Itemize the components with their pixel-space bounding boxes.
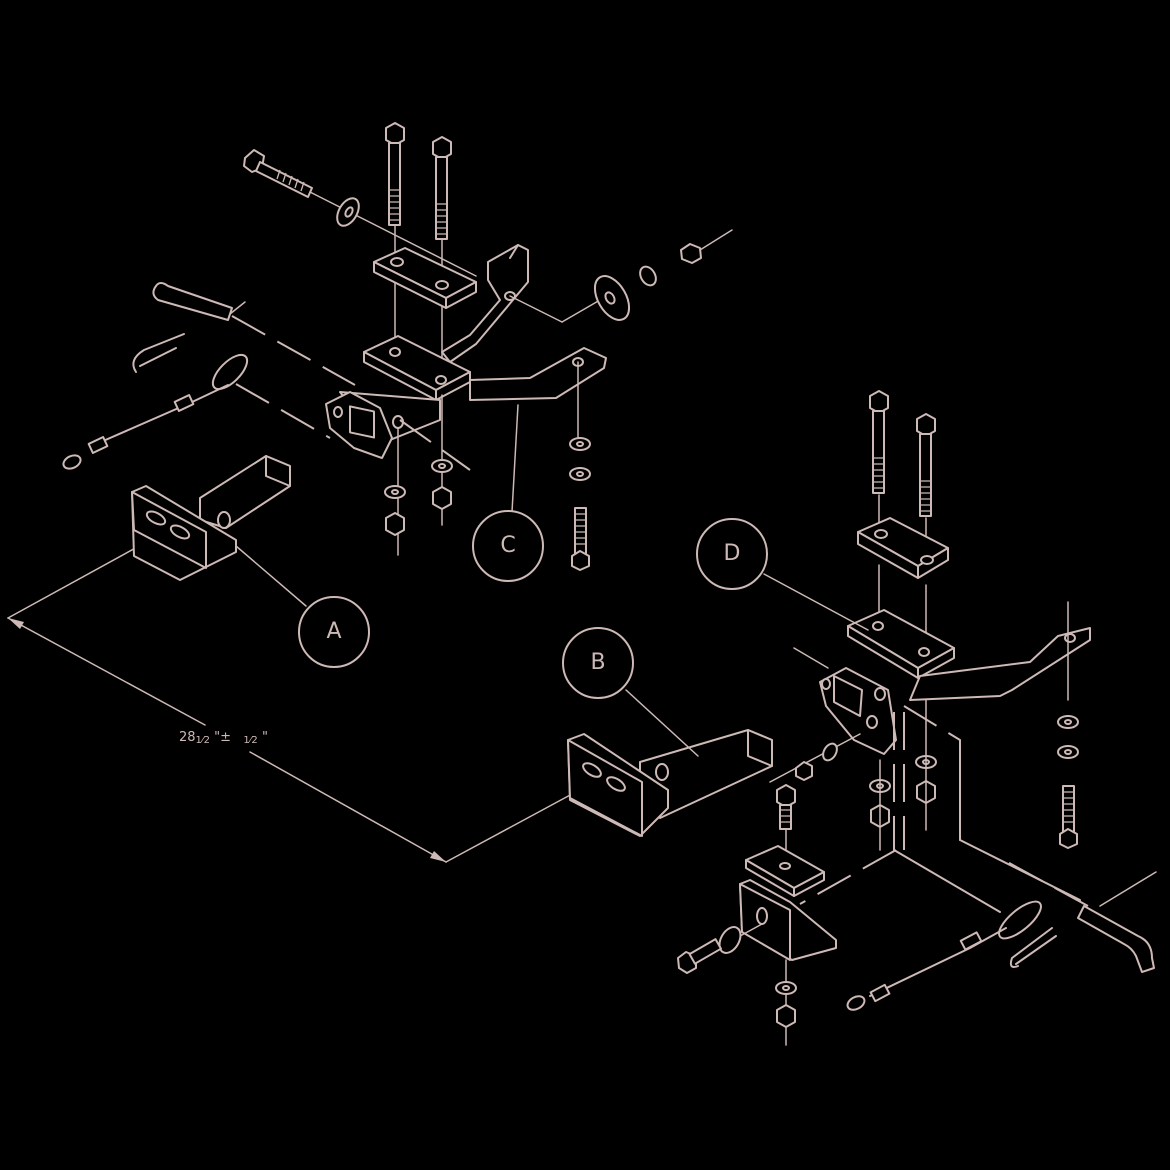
receiver-body-upper <box>325 335 607 556</box>
dimension-tolerance-unit-mark: " <box>261 730 268 745</box>
callout-a-circle <box>298 596 370 668</box>
callout-b-label: B <box>590 650 606 675</box>
callout-c-label: C <box>500 533 516 558</box>
callouts <box>298 510 768 699</box>
dimension-tolerance-fraction: 1⁄2 <box>243 735 258 746</box>
side-bracket-upper <box>441 244 601 363</box>
washer-nut-upper-right <box>593 229 733 321</box>
callout-d-circle <box>696 518 768 590</box>
vertical-bolts-upper <box>385 122 452 381</box>
lower-fasteners-upper <box>384 437 591 571</box>
dimension-unit-mark: " <box>214 730 221 745</box>
dimension-tolerance-sign: ± <box>220 730 231 745</box>
callout-c-circle <box>472 510 544 582</box>
dimension-line <box>7 539 586 863</box>
upper-hitch-assembly <box>62 122 733 571</box>
ball-mount-shank-a <box>131 455 307 607</box>
dimension-label: 281⁄2 "± 1⁄2 " <box>179 730 268 746</box>
ball-mount-shank-b <box>567 689 773 837</box>
hitch-pin-upper <box>62 282 356 470</box>
clamp-plate-upper <box>373 247 477 309</box>
side-bolt-upper <box>243 149 477 277</box>
callout-d-label: D <box>723 541 741 566</box>
dimension-fraction: 1⁄2 <box>195 735 210 746</box>
callout-a-label: A <box>326 619 342 644</box>
dimension-whole: 28 <box>179 730 196 745</box>
lower-hitch-assembly <box>677 390 1157 1046</box>
callout-b-circle <box>562 627 634 699</box>
